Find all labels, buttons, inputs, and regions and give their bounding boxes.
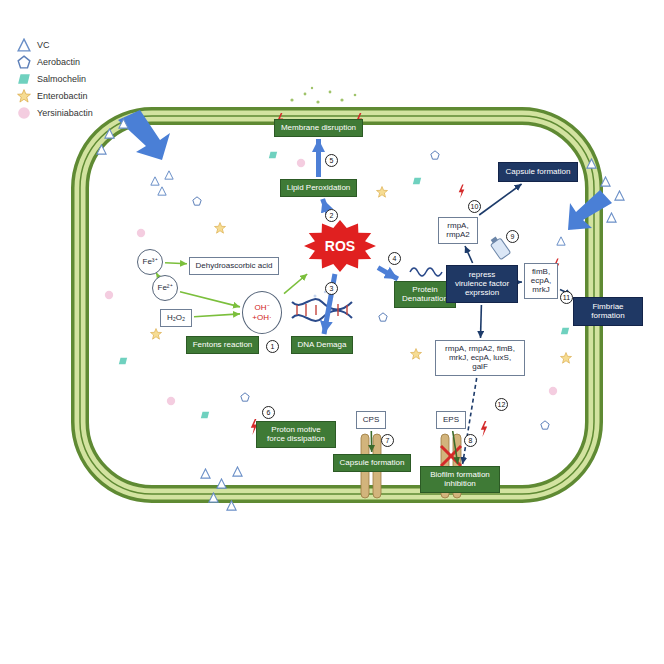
reagent-box: H₂O₂	[160, 309, 192, 327]
node-text: H₂O₂	[166, 313, 186, 322]
legend-row: Enterobactin	[16, 87, 93, 104]
polymer-box: CPS	[356, 411, 386, 429]
node-text: rmpA, rmpA2, fimB, mrkJ, ecpA, luxS, gal…	[441, 344, 519, 372]
radical-circle: OH⁻ +OH·	[242, 291, 282, 334]
connector-arrow	[453, 431, 458, 464]
node-text: Fe³⁺	[143, 257, 158, 266]
connector-arrow	[180, 292, 240, 307]
connector-arrow	[378, 268, 398, 279]
callout-number: 9	[506, 230, 519, 243]
legend-row: VC	[16, 36, 93, 53]
ion-circle: Fe³⁺	[137, 249, 163, 275]
legend-symbol	[16, 55, 32, 69]
effect-box: Lipid Peroxidation	[280, 179, 357, 197]
legend-row: Yersiniabactin	[16, 104, 93, 121]
outcome-box: Capsule formation	[333, 454, 411, 472]
node-text: OH⁻ +OH·	[246, 303, 278, 321]
node-text: rmpA, rmpA2	[444, 221, 472, 239]
callout-number: 6	[262, 406, 275, 419]
node-text: repress virulence factor exprssion	[453, 270, 511, 298]
node-text: Lipid Peroxidation	[286, 183, 351, 192]
product-box: Dehydroascorbic acid	[189, 257, 279, 275]
process-box: Fentons reaction	[186, 336, 259, 354]
outcome-box: Capsule formation	[498, 162, 578, 182]
connector-arrow	[480, 305, 482, 338]
callout-number: 2	[325, 209, 338, 222]
legend-symbol	[16, 38, 32, 52]
connector-arrow	[284, 274, 307, 294]
connector-arrow	[165, 263, 187, 264]
legend-text: Salmochelin	[37, 74, 86, 84]
legend-symbol	[16, 89, 32, 103]
node-text: Biofilm formation inhibition	[426, 470, 494, 488]
legend-row: Aerobactin	[16, 53, 93, 70]
callout-number: 11	[560, 291, 573, 304]
node-text: EPS	[442, 415, 460, 424]
gene-box: rmpA, rmpA2	[438, 217, 478, 244]
node-text: DNA Demaga	[297, 340, 347, 349]
effect-box: Proton motive force dissipation	[256, 421, 336, 448]
legend-text: Enterobactin	[37, 91, 88, 101]
callout-number: 5	[325, 154, 338, 167]
node-text: Proton motive force dissipation	[262, 425, 330, 443]
legend-symbol	[16, 106, 32, 120]
node-text: Fimbriae formation	[580, 302, 636, 320]
node-text: Dehydroascorbic acid	[195, 261, 273, 270]
callout-number: 10	[468, 200, 481, 213]
node-text: Membrane disruption	[280, 123, 357, 132]
callout-number: 7	[381, 434, 394, 447]
connector-arrow	[465, 246, 473, 263]
callout-number: 4	[388, 252, 401, 265]
process-box: repress virulence factor exprssion	[446, 265, 518, 303]
outcome-box: Fimbriae formation	[573, 297, 643, 326]
connector-arrow	[194, 314, 240, 317]
node-text: Fe²⁺	[158, 283, 173, 292]
legend-text: VC	[37, 40, 50, 50]
node-text: Fentons reaction	[192, 340, 253, 349]
legend-row: Salmochelin	[16, 70, 93, 87]
legend-text: Yersiniabactin	[37, 108, 93, 118]
effect-box: Membrane disruption	[274, 119, 363, 137]
connector-arrow	[316, 139, 321, 177]
node-text: Capsule formation	[339, 458, 405, 467]
node-text: Capsule formation	[505, 167, 571, 176]
legend: VC AerobactinSalmochelinEnterobactinYersi…	[16, 36, 93, 121]
callout-number: 1	[266, 340, 279, 353]
ion-circle: Fe²⁺	[152, 275, 178, 301]
outcome-box: Biofilm formation inhibition	[420, 466, 500, 493]
ros-burst: ROS	[304, 220, 376, 272]
node-text: fimB, ecpA, mrkJ	[530, 267, 552, 295]
connector-arrow	[370, 431, 372, 452]
gene-box: fimB, ecpA, mrkJ	[524, 263, 558, 299]
polymer-box: EPS	[436, 411, 466, 429]
callout-number: 3	[325, 282, 338, 295]
gene-box: rmpA, rmpA2, fimB, mrkJ, ecpA, luxS, gal…	[435, 340, 525, 376]
node-text: Protein Denaturation	[400, 285, 450, 303]
legend-symbol	[16, 72, 32, 86]
legend-text: Aerobactin	[37, 57, 80, 67]
callout-number: 8	[464, 434, 477, 447]
effect-box: DNA Demaga	[291, 336, 353, 354]
node-text: CPS	[362, 415, 380, 424]
node-text: ROS	[325, 238, 355, 254]
callout-number: 12	[495, 398, 508, 411]
connector-arrow	[520, 281, 522, 283]
connector-arrow	[479, 184, 521, 215]
